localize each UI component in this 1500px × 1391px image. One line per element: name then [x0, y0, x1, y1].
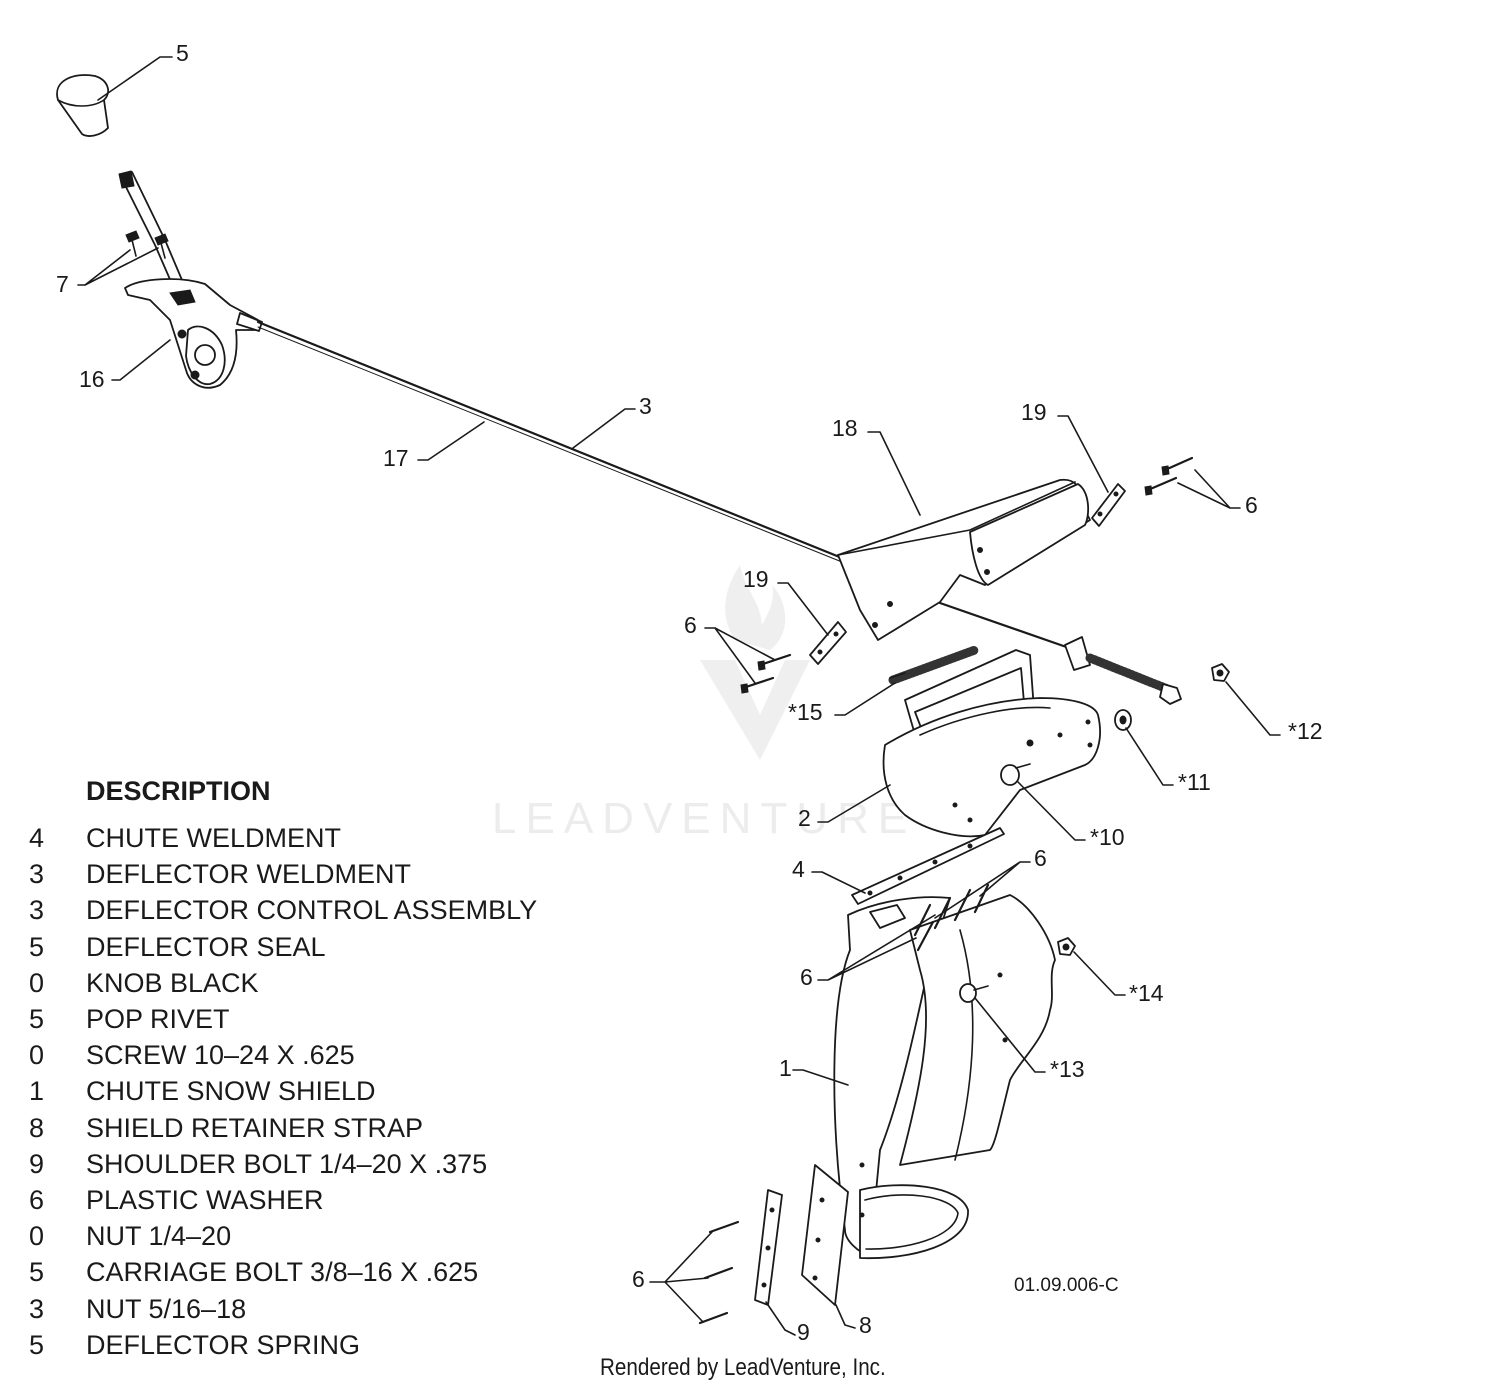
- legend-qty: 0: [29, 1221, 45, 1252]
- callout-10: *10: [1090, 824, 1125, 850]
- legend-description: DEFLECTOR SEAL: [86, 931, 326, 962]
- callout-labels: 5 7 16 17 3 18 19 6 19 6 *15 *12 *11 2 *…: [56, 40, 1323, 1345]
- callout-15: *15: [788, 699, 823, 725]
- legend-qty: 3: [29, 859, 45, 890]
- legend-description: DEFLECTOR CONTROL ASSEMBLY: [86, 895, 538, 926]
- chute-weldment-part: [833, 894, 1056, 1260]
- callout-14: *14: [1129, 980, 1164, 1006]
- callout-5: 5: [176, 40, 189, 66]
- callout-11: *11: [1178, 769, 1211, 795]
- legend-description: DEFLECTOR WELDMENT: [86, 859, 412, 890]
- callout-2: 2: [798, 805, 811, 831]
- legend-qty: 5: [29, 1004, 45, 1034]
- callout-12: *12: [1288, 718, 1323, 744]
- callout-6-chute-left: 6: [800, 964, 813, 990]
- legend-description: CHUTE WELDMENT: [86, 823, 341, 853]
- callout-18: 18: [832, 415, 858, 441]
- legend-description: SHIELD RETAINER STRAP: [86, 1112, 424, 1143]
- legend-description: SHOULDER BOLT 1/4–20 X .375: [86, 1148, 488, 1179]
- seal-retainer-strip-lower: [809, 621, 847, 665]
- legend-qty: 3: [29, 1293, 45, 1324]
- callout-1: 1: [779, 1055, 792, 1081]
- shield-retainer-strap-part: [801, 1164, 849, 1306]
- legend-qty: 3: [29, 895, 45, 926]
- rivets-bottom: [698, 1220, 740, 1325]
- nut-5-16-part: [1211, 663, 1230, 682]
- callout-7: 7: [56, 271, 69, 297]
- legend-qty: 5: [29, 1257, 45, 1288]
- legend-qty: 9: [29, 1148, 45, 1179]
- legend-qty: 5: [29, 931, 45, 962]
- callout-9: 9: [797, 1319, 810, 1345]
- carriage-bolt-part: [959, 983, 989, 1003]
- leadventure-watermark: LEADVENTURE: [492, 565, 916, 843]
- rivets-lower-left: [740, 653, 792, 694]
- nut-1-4-part: [1057, 937, 1076, 956]
- seal-retainer-strip-upper: [1091, 483, 1126, 527]
- callout-8: 8: [859, 1312, 872, 1338]
- legend-description: POP RIVET: [86, 1004, 230, 1034]
- legend-qty: 6: [29, 1185, 45, 1215]
- callout-3: 3: [639, 393, 652, 419]
- callout-13: *13: [1050, 1056, 1085, 1082]
- knob-part: [56, 74, 109, 137]
- legend-description: NUT 5/16–18: [86, 1293, 247, 1324]
- callout-6-chute-right: 6: [1034, 845, 1047, 871]
- callout-6-upper: 6: [1245, 492, 1258, 518]
- legend-qty: 1: [29, 1076, 45, 1107]
- legend-qty: 5: [29, 1329, 45, 1360]
- legend-description: KNOB BLACK: [86, 967, 259, 998]
- legend-qty: 4: [29, 823, 45, 853]
- legend-description: CARRIAGE BOLT 3/8–16 X .625: [86, 1257, 479, 1288]
- legend-qty: 8: [29, 1112, 45, 1143]
- leader-lines: [77, 56, 1281, 1336]
- callout-6-left: 6: [684, 612, 697, 638]
- legend-description: DEFLECTOR SPRING: [86, 1329, 361, 1360]
- screw-parts: [125, 230, 169, 259]
- legend-header: DESCRIPTION: [86, 776, 271, 806]
- shoulder-bolt-part: [1000, 763, 1031, 786]
- callout-19-lower: 19: [743, 566, 769, 592]
- callout-16: 16: [79, 366, 105, 392]
- drawing-code: 01.09.006-C: [1014, 1275, 1119, 1296]
- deflector-weldment-part: [882, 649, 1101, 838]
- chute-snow-shield-part: [851, 827, 1005, 905]
- render-credit: Rendered by LeadVenture, Inc.: [600, 1354, 886, 1381]
- callout-4: 4: [792, 856, 805, 882]
- deflector-spring-part: [888, 645, 980, 685]
- legend-qty: 0: [29, 1040, 45, 1071]
- plastic-washer-part: [1114, 709, 1132, 731]
- rivets-upper: [1144, 456, 1194, 496]
- legend-description: SCREW 10–24 X .625: [86, 1040, 355, 1071]
- retainer-strip-part: [754, 1189, 783, 1306]
- legend-description: NUT 1/4–20: [86, 1221, 232, 1252]
- callout-19-upper: 19: [1021, 399, 1047, 425]
- deflector-seal-part: [837, 478, 1091, 641]
- control-cable: [256, 320, 1077, 652]
- control-lever-assembly: [118, 170, 263, 389]
- legend-description: CHUTE SNOW SHIELD: [86, 1076, 376, 1107]
- callout-6-bottom: 6: [632, 1266, 645, 1292]
- watermark-text: LEADVENTURE: [492, 794, 916, 843]
- cable-end-assembly: [1064, 636, 1182, 705]
- callout-17: 17: [383, 445, 409, 471]
- legend-qty: 0: [29, 967, 45, 998]
- legend-description: PLASTIC WASHER: [86, 1185, 324, 1215]
